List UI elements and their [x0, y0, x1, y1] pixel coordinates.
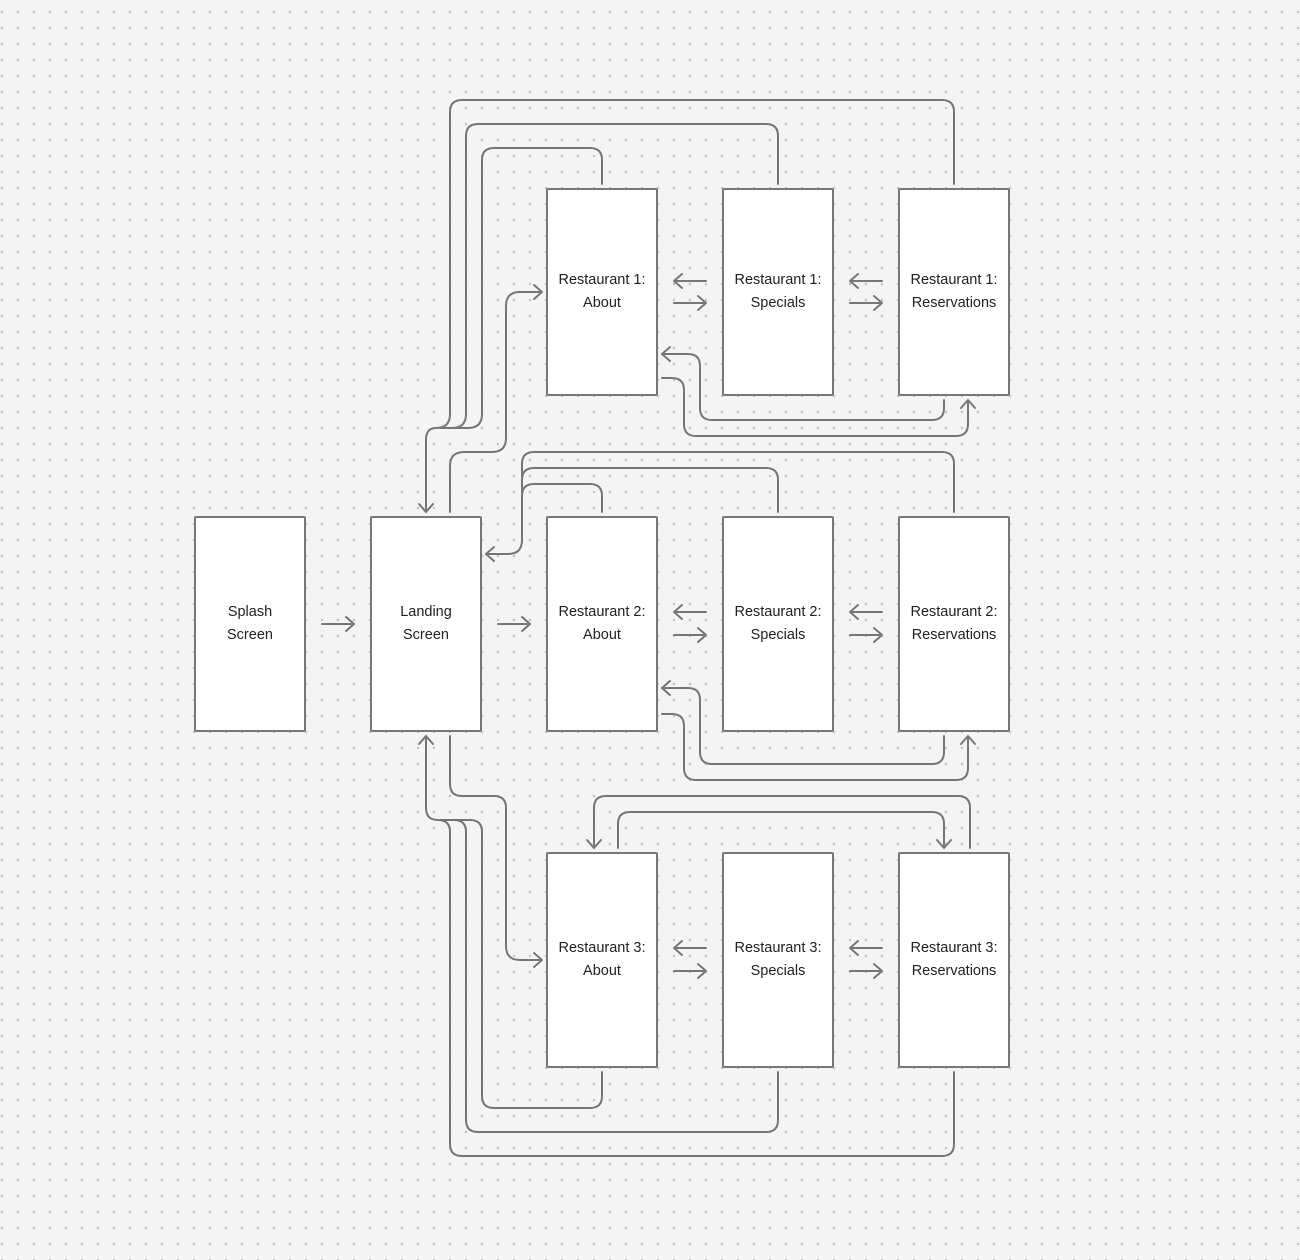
arrow-r2-reservations-to-specials: [849, 604, 883, 620]
node-r1-specials[interactable]: Restaurant 1: Specials: [722, 188, 834, 396]
node-label: Restaurant 2:: [734, 604, 822, 620]
node-r2-reservations[interactable]: Restaurant 2: Reservations: [898, 516, 1010, 732]
node-label: Screen: [227, 627, 273, 643]
node-r2-specials[interactable]: Restaurant 2: Specials: [722, 516, 834, 732]
node-label: Reservations: [911, 627, 997, 643]
arrow-splash-to-landing: [321, 616, 355, 632]
node-label: Restaurant 2:: [910, 604, 998, 620]
wire-r2-specials-to-landing: [521, 467, 779, 513]
wire-r3-reservations-to-landing: [418, 735, 955, 1157]
arrow-r2-about-to-specials: [673, 627, 707, 643]
wire-landing-to-r1-about: [449, 284, 543, 513]
node-label: Restaurant 3:: [734, 940, 822, 956]
arrow-r3-specials-to-reservations: [849, 963, 883, 979]
arrow-r1-specials-to-reservations: [849, 295, 883, 311]
wire-r2-about-to-landing: [521, 483, 603, 513]
node-r3-about[interactable]: Restaurant 3: About: [546, 852, 658, 1068]
node-label: Reservations: [911, 963, 997, 979]
node-label: Restaurant 1:: [910, 272, 998, 288]
node-label: Restaurant 2:: [558, 604, 646, 620]
node-label: Restaurant 1:: [734, 272, 822, 288]
node-r1-reservations[interactable]: Restaurant 1: Reservations: [898, 188, 1010, 396]
wire-landing-to-r3-about: [449, 735, 543, 968]
node-label: Specials: [750, 627, 806, 643]
arrow-r1-specials-to-about: [673, 273, 707, 289]
wire-r3-about-to-reservations: [617, 811, 952, 849]
node-label: Reservations: [911, 295, 997, 311]
wire-r1-reservations-to-landing: [418, 99, 955, 513]
node-label: About: [583, 963, 621, 979]
node-label: Screen: [403, 627, 449, 643]
node-r3-reservations[interactable]: Restaurant 3: Reservations: [898, 852, 1010, 1068]
node-label: Landing: [400, 604, 452, 620]
arrow-r2-specials-to-reservations: [849, 627, 883, 643]
node-r1-about[interactable]: Restaurant 1: About: [546, 188, 658, 396]
node-label: Specials: [750, 963, 806, 979]
arrow-r3-specials-to-about: [673, 940, 707, 956]
arrow-landing-to-r2-about: [497, 616, 531, 632]
arrow-r3-about-to-specials: [673, 963, 707, 979]
node-label: Restaurant 1:: [558, 272, 646, 288]
node-label: Restaurant 3:: [558, 940, 646, 956]
node-label: About: [583, 627, 621, 643]
wire-r3-reservations-to-about: [586, 795, 971, 849]
node-label: About: [583, 295, 621, 311]
arrow-r1-about-to-specials: [673, 295, 707, 311]
node-label: Splash: [227, 604, 273, 620]
node-label: Restaurant 3:: [910, 940, 998, 956]
arrow-r2-specials-to-about: [673, 604, 707, 620]
node-r3-specials[interactable]: Restaurant 3: Specials: [722, 852, 834, 1068]
arrow-r3-reservations-to-specials: [849, 940, 883, 956]
node-label: Specials: [750, 295, 806, 311]
arrow-r1-reservations-to-specials: [849, 273, 883, 289]
node-r2-about[interactable]: Restaurant 2: About: [546, 516, 658, 732]
